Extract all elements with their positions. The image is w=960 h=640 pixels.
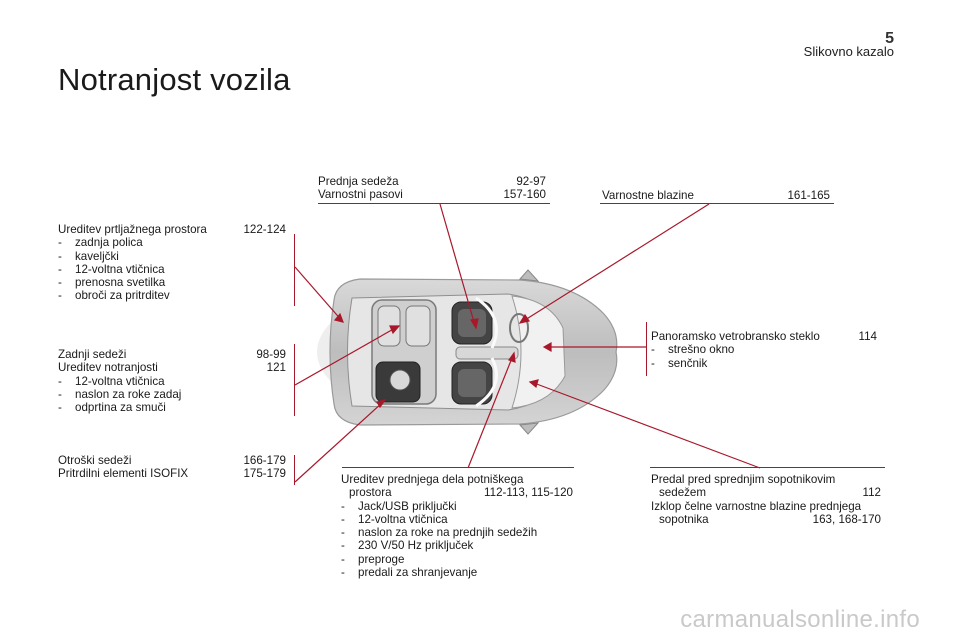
airbags-rule — [600, 203, 834, 204]
list-item: -12-voltna vtičnica — [341, 512, 448, 526]
list-item: -naslon za roke zadaj — [58, 387, 182, 401]
list-item: -senčnik — [651, 356, 708, 370]
front-fittings-title[interactable]: Ureditev prednjega dela potniškega — [341, 473, 524, 486]
list-item: -Jack/USB priključki — [341, 499, 457, 513]
windscreen-glass — [511, 295, 566, 409]
trunk-row[interactable]: Ureditev prtljažnega prostora 122-124 — [58, 223, 286, 236]
list-item: -230 V/50 Hz priključek — [341, 539, 474, 553]
front-seats-rule — [318, 203, 550, 204]
trunk-block: Ureditev prtljažnega prostora 122-124 -za… — [58, 223, 286, 303]
glovebox-block: Predal pred sprednjim sopotnikovim sedež… — [651, 473, 881, 526]
list-item: -12-voltna vtičnica — [58, 262, 165, 276]
front-fittings-rule — [342, 467, 574, 468]
list-item: -kaveljčki — [58, 249, 119, 263]
section-title: Slikovno kazalo — [803, 44, 894, 59]
list-item: -strešno okno — [651, 343, 735, 357]
trunk-rule — [294, 234, 295, 306]
watermark: carmanualsonline.info — [680, 606, 920, 633]
windscreen-rule — [646, 322, 647, 376]
list-item: -preproge — [341, 552, 405, 566]
list-item: -12-voltna vtičnica — [58, 374, 165, 388]
rear-rule — [294, 344, 295, 416]
airbag-deactivation-title[interactable]: Izklop čelne varnostne blazine prednjega — [651, 499, 862, 513]
list-item: -predali za shranjevanje — [341, 566, 478, 580]
list-item: -zadnja polica — [58, 236, 143, 250]
list-item: -prenosna svetilka — [58, 276, 166, 290]
child-rule — [294, 455, 295, 485]
trunk-label: Ureditev prtljažnega prostora — [58, 223, 207, 236]
list-item: -naslon za roke na prednjih sedežih — [341, 526, 538, 540]
glovebox-rule — [650, 467, 885, 468]
trunk-pages: 122-124 — [243, 223, 286, 236]
list-item: -odprtina za smuči — [58, 401, 166, 415]
list-item: -obroči za pritrditev — [58, 289, 170, 303]
page-number: 5 — [885, 30, 894, 47]
page-title: Notranjost vozila — [58, 62, 291, 97]
glovebox-title[interactable]: Predal pred sprednjim sopotnikovim — [651, 473, 836, 486]
front-fittings-block: Ureditev prednjega dela potniškega prost… — [341, 473, 573, 579]
